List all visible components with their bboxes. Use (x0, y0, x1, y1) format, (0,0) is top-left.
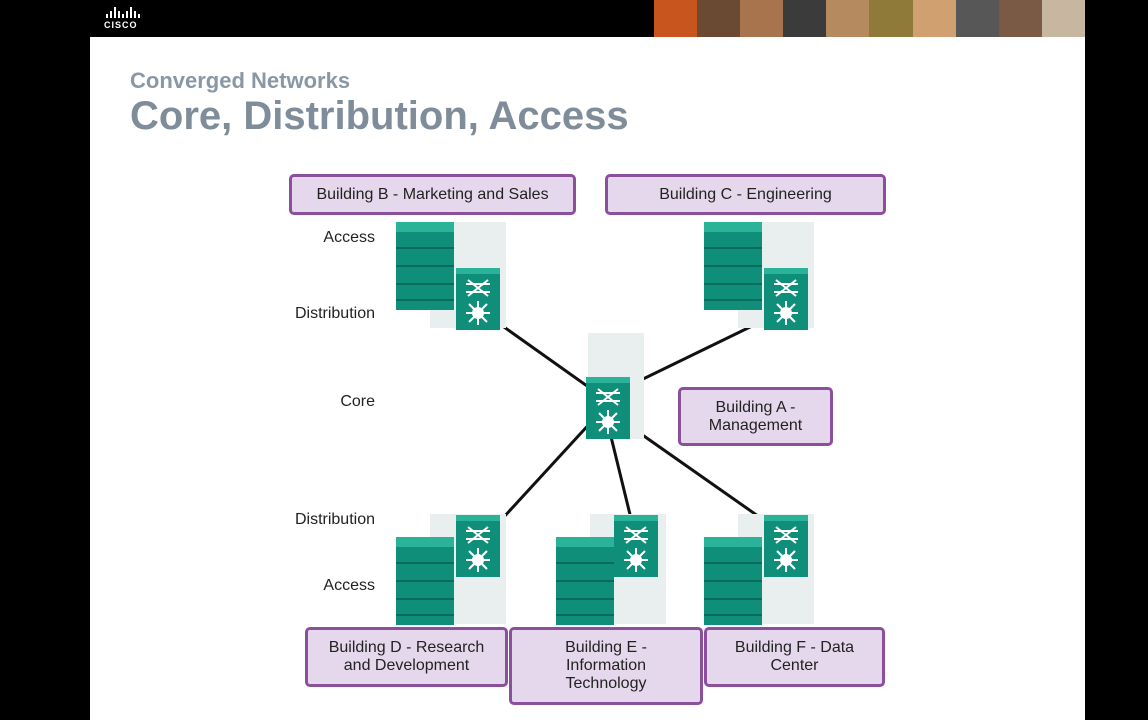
cisco-logo: CISCO (104, 6, 148, 32)
tier-label-access-bottom: Access (323, 577, 375, 594)
building-e-label: Building E - Information Technology (509, 627, 703, 705)
building-e-distribution-switch (613, 514, 659, 578)
building-a-text: Building A - Management (708, 398, 803, 434)
tier-label-distribution-top: Distribution (294, 305, 375, 322)
core-switch (585, 376, 631, 440)
building-d-access-switch-stack (395, 536, 455, 626)
building-e-access-switch-stack (555, 536, 615, 626)
building-c-text: Building C - Engineering (659, 185, 832, 203)
building-a-label: Building A - Management (678, 387, 833, 446)
building-e-devices (555, 514, 666, 626)
building-c-distribution-switch (763, 267, 809, 331)
building-f-access-switch-stack (703, 536, 763, 626)
slide-subtitle: Converged Networks (130, 68, 351, 93)
tier-label-distribution-bottom: Distribution (294, 511, 375, 528)
building-f-distribution-switch (763, 514, 809, 578)
slide-title: Core, Distribution, Access (130, 94, 629, 138)
building-c-devices (703, 221, 814, 331)
building-d-label: Building D - Research and Development (305, 627, 508, 687)
building-e-text: Building E - Information Technology (565, 639, 647, 692)
building-c-label: Building C - Engineering (605, 174, 886, 215)
building-b-label: Building B - Marketing and Sales (289, 174, 576, 215)
building-f-devices (703, 514, 814, 626)
building-c-access-switch-stack (703, 221, 763, 311)
building-b-text: Building B - Marketing and Sales (316, 185, 549, 203)
building-f-text: Building F - Data Center (734, 639, 855, 674)
building-b-devices (395, 221, 506, 331)
cisco-logo-text: CISCO (104, 20, 138, 30)
tier-label-access-top: Access (323, 229, 375, 246)
cisco-logo-bars (106, 6, 148, 18)
tier-label-core: Core (340, 393, 375, 410)
building-b-access-switch-stack (395, 221, 455, 311)
header-photo-strip (654, 0, 1085, 37)
building-d-text: Building D - Research and Development (328, 639, 485, 674)
building-b-distribution-switch (455, 267, 501, 331)
building-d-distribution-switch (455, 514, 501, 578)
right-margin (1085, 0, 1148, 720)
building-d-devices (395, 514, 506, 626)
building-f-label: Building F - Data Center (704, 627, 885, 687)
core-devices (585, 333, 644, 440)
